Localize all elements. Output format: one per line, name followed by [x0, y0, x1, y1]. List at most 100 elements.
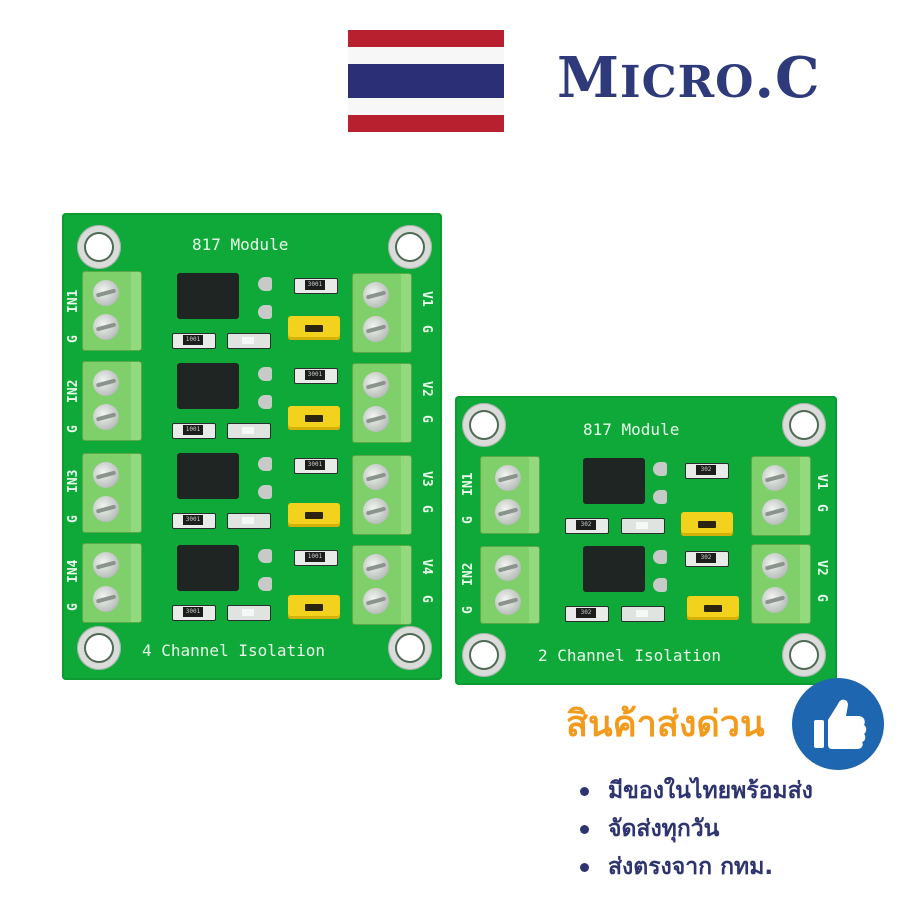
- g-label: G: [66, 425, 81, 433]
- mounting-hole: [782, 403, 826, 447]
- optocoupler-chip: [583, 458, 645, 504]
- resistor: 302: [685, 551, 729, 567]
- out-g-label: G: [419, 415, 434, 423]
- mounting-hole: [462, 633, 506, 677]
- out-g-label: G: [814, 594, 829, 602]
- pad: [258, 277, 272, 291]
- resistor: 3001: [294, 368, 338, 384]
- led: [227, 423, 271, 439]
- resistor: 3001: [172, 513, 216, 529]
- output-terminal: [352, 455, 412, 535]
- bullet-item: จัดส่งทุกวัน: [578, 810, 813, 848]
- pad: [258, 577, 272, 591]
- led: [621, 518, 665, 534]
- promo-title: สินค้าส่งด่วน: [566, 704, 765, 745]
- output-terminal: [352, 273, 412, 353]
- g-label: G: [461, 516, 476, 524]
- output-terminal: [751, 456, 811, 536]
- in-label: IN1: [66, 289, 81, 313]
- board-4-channel: 817 Module 4 Channel Isolation IN1 G 300…: [62, 213, 442, 680]
- input-terminal: [82, 453, 142, 533]
- input-terminal: [82, 361, 142, 441]
- pad: [653, 490, 667, 504]
- out-label: V1: [419, 291, 434, 307]
- out-label: V3: [419, 471, 434, 487]
- thailand-flag: [348, 30, 504, 132]
- jumper[interactable]: [288, 406, 340, 430]
- input-terminal: [82, 271, 142, 351]
- out-label: V2: [419, 381, 434, 397]
- resistor: 302: [565, 518, 609, 534]
- input-terminal: [480, 546, 540, 624]
- out-g-label: G: [419, 325, 434, 333]
- output-terminal: [352, 363, 412, 443]
- g-label: G: [66, 515, 81, 523]
- resistor: 1001: [172, 423, 216, 439]
- mounting-hole: [462, 403, 506, 447]
- jumper[interactable]: [288, 316, 340, 340]
- optocoupler-chip: [177, 363, 239, 409]
- board-footer: 4 Channel Isolation: [142, 641, 326, 660]
- jumper[interactable]: [687, 596, 739, 620]
- resistor: 3001: [294, 458, 338, 474]
- optocoupler-chip: [177, 273, 239, 319]
- pad: [258, 549, 272, 563]
- pad: [258, 367, 272, 381]
- pad: [653, 550, 667, 564]
- brand-dot: .: [754, 45, 775, 111]
- optocoupler-chip: [177, 545, 239, 591]
- mounting-hole: [77, 626, 121, 670]
- pad: [258, 395, 272, 409]
- mounting-hole: [77, 225, 121, 269]
- pad: [653, 462, 667, 476]
- led: [227, 605, 271, 621]
- out-label: V4: [419, 559, 434, 575]
- jumper[interactable]: [288, 503, 340, 527]
- out-g-label: G: [419, 505, 434, 513]
- in-label: IN2: [66, 379, 81, 403]
- led: [227, 513, 271, 529]
- thumbs-up-icon: [792, 678, 884, 770]
- g-label: G: [66, 335, 81, 343]
- input-terminal: [480, 456, 540, 534]
- output-terminal: [352, 545, 412, 625]
- board-title: 817 Module: [192, 235, 289, 254]
- resistor: 302: [685, 463, 729, 479]
- in-label: IN1: [461, 472, 476, 496]
- in-label: IN2: [461, 562, 476, 586]
- bullet-item: มีของในไทยพร้อมส่ง: [578, 772, 813, 810]
- in-label: IN3: [66, 469, 81, 493]
- brand-logo: MICRO.C: [557, 48, 821, 113]
- optocoupler-chip: [583, 546, 645, 592]
- out-label: V1: [814, 474, 829, 490]
- g-label: G: [66, 603, 81, 611]
- brand-rest: ICRO: [620, 57, 755, 108]
- jumper[interactable]: [288, 595, 340, 619]
- g-label: G: [461, 606, 476, 614]
- resistor: 1001: [172, 333, 216, 349]
- resistor: 3001: [294, 278, 338, 294]
- out-g-label: G: [814, 504, 829, 512]
- mounting-hole: [388, 626, 432, 670]
- jumper[interactable]: [681, 512, 733, 536]
- board-2-channel: 817 Module 2 Channel Isolation IN1 G 302…: [455, 396, 837, 685]
- brand-initial: M: [557, 45, 620, 111]
- output-terminal: [751, 544, 811, 624]
- out-g-label: G: [419, 595, 434, 603]
- mounting-hole: [782, 633, 826, 677]
- mounting-hole: [388, 225, 432, 269]
- optocoupler-chip: [177, 453, 239, 499]
- led: [227, 333, 271, 349]
- pad: [258, 485, 272, 499]
- in-label: IN4: [66, 559, 81, 583]
- board-footer: 2 Channel Isolation: [538, 646, 722, 665]
- pad: [258, 305, 272, 319]
- led: [621, 606, 665, 622]
- pad: [258, 457, 272, 471]
- board-title: 817 Module: [583, 420, 680, 439]
- resistor: 1001: [294, 550, 338, 566]
- resistor: 302: [565, 606, 609, 622]
- resistor: 3001: [172, 605, 216, 621]
- bullet-item: ส่งตรงจาก กทม.: [578, 848, 813, 886]
- promo-bullets: มีของในไทยพร้อมส่ง จัดส่งทุกวัน ส่งตรงจา…: [578, 772, 813, 886]
